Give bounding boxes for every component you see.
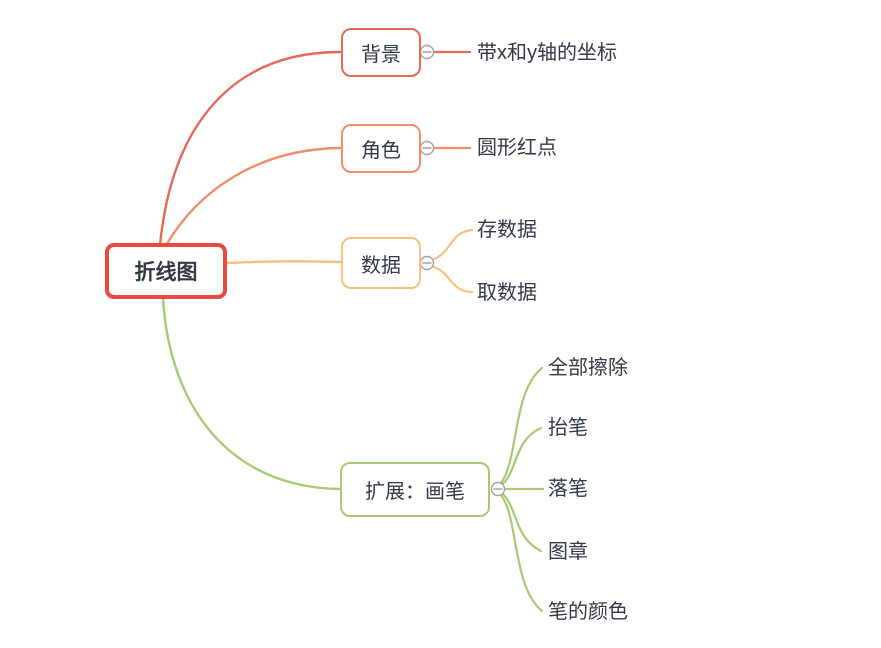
branch-node-background[interactable]: 背景 (341, 28, 421, 77)
root-node-line-chart[interactable]: 折线图 (105, 243, 227, 299)
leaf-topic-pen-down[interactable]: 落笔 (548, 478, 588, 500)
leaf-topic-pen-up[interactable]: 抬笔 (548, 417, 588, 439)
leaf-topic-pen-color[interactable]: 笔的颜色 (548, 601, 628, 623)
collapse-handle-background[interactable] (419, 44, 435, 60)
leaf-topic-erase-all[interactable]: 全部擦除 (548, 357, 628, 379)
root-node-label: 折线图 (134, 261, 198, 284)
collapse-handle-pen-extension[interactable] (490, 481, 506, 497)
leaf-topic-red-dot[interactable]: 圆形红点 (477, 137, 557, 159)
branch-curve-background (158, 50, 342, 247)
leaf-topic-get-data[interactable]: 取数据 (477, 282, 537, 304)
branch-curve-data (225, 260, 342, 265)
branch-node-pen-extension[interactable]: 扩展：画笔 (340, 462, 490, 517)
leaf-topic-stamp[interactable]: 图章 (548, 541, 588, 563)
leaf-line-stamp (500, 491, 543, 553)
branch-node-label: 扩展：画笔 (365, 481, 465, 503)
branch-node-label: 数据 (361, 254, 401, 277)
collapse-handle-role[interactable] (419, 140, 435, 156)
branch-node-label: 背景 (361, 44, 401, 66)
collapse-handle-data[interactable] (419, 255, 435, 271)
branch-node-label: 角色 (361, 140, 401, 162)
branch-node-role[interactable]: 角色 (341, 124, 421, 173)
leaf-line-get-data (432, 265, 474, 294)
branch-curve-role (163, 146, 342, 249)
leaf-topic-xy-axes[interactable]: 带x和y轴的坐标 (477, 42, 617, 64)
branch-curve-pen-extension (161, 297, 341, 491)
leaf-line-pen-color (499, 493, 544, 613)
leaf-line-pen-up (500, 426, 543, 487)
leaf-topic-store-data[interactable]: 存数据 (477, 219, 537, 241)
leaf-line-store-data (432, 228, 474, 261)
branch-node-data[interactable]: 数据 (341, 237, 421, 289)
leaf-line-erase-all (499, 366, 544, 485)
